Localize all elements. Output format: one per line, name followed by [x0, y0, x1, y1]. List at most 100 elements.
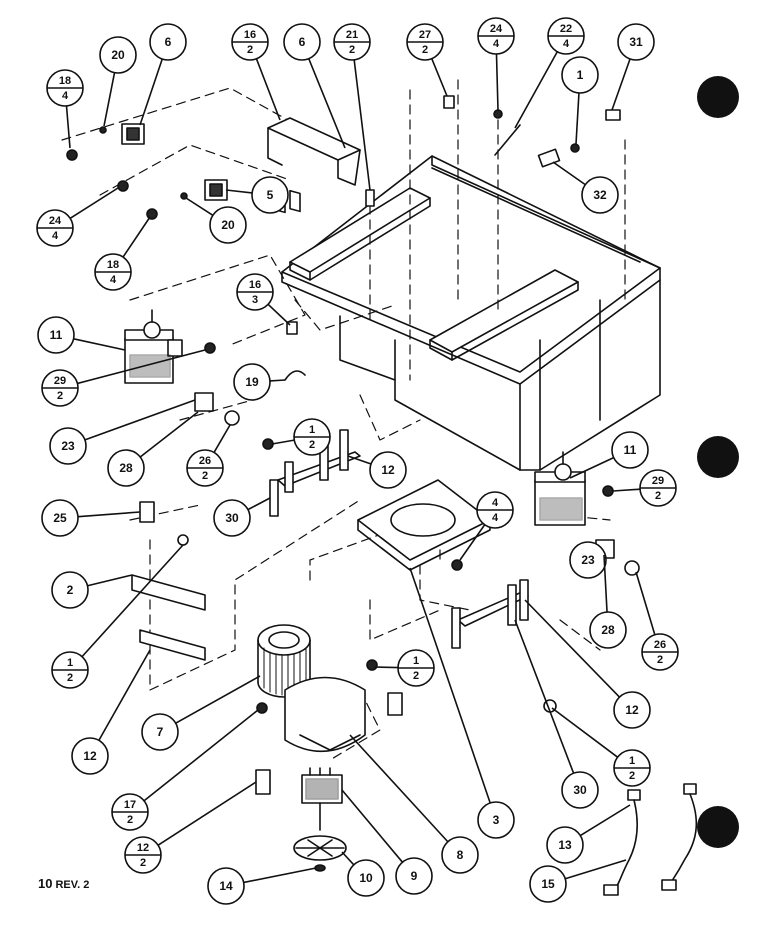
callout-c-28-a: 28: [107, 411, 199, 487]
callout-c-20-b: 20: [185, 197, 247, 244]
callout-part-number: 6: [165, 35, 172, 49]
leader-line: [612, 488, 641, 492]
callout-part-number: 29: [54, 375, 66, 387]
callout-bubble: [49, 427, 87, 465]
blower-wheel: [257, 624, 311, 698]
callout-bubble: [99, 36, 137, 74]
callout-part-number: 11: [624, 443, 637, 457]
callout-c-20-a: 20: [99, 36, 137, 127]
callout-part-number: 5: [267, 188, 274, 202]
leader-line: [157, 781, 257, 846]
callout-bubble: [546, 826, 584, 864]
leader-line: [225, 189, 253, 194]
leader-line: [213, 424, 231, 453]
callout-bubble: [347, 859, 385, 897]
callout-part-number: 16: [249, 279, 261, 291]
callout-part-number: 30: [225, 511, 239, 525]
callout-bubble: [611, 431, 649, 469]
callout-part-number: 27: [419, 29, 431, 41]
callout-c-12-b: 12: [524, 599, 651, 729]
leader-line: [73, 338, 126, 351]
callout-quantity: 2: [422, 44, 428, 56]
leader-line: [524, 599, 621, 698]
callout-c-17-2: 172: [111, 709, 259, 831]
callout-quantity: 2: [629, 770, 635, 782]
callout-part-number: 19: [245, 375, 259, 389]
leader-line: [564, 859, 627, 880]
leader-line: [349, 734, 449, 843]
leader-line: [255, 58, 281, 121]
callout-quantity: 2: [67, 672, 73, 684]
leader-line: [103, 72, 116, 127]
screws-upper: [66, 109, 580, 220]
binder-hole-top: [697, 76, 739, 118]
callout-c-11-a: 11: [37, 316, 126, 354]
callout-part-number: 11: [50, 328, 63, 342]
rail-bracket-lower: [451, 579, 557, 713]
callout-c-30-b: 30: [514, 619, 599, 809]
callout-bubble: [477, 801, 515, 839]
callout-c-6-b: 6: [283, 23, 346, 149]
callout-part-number: 21: [346, 29, 358, 41]
callout-quantity: 2: [655, 490, 661, 502]
sheet-number: 10: [38, 876, 53, 891]
callout-part-number: 4: [492, 497, 499, 509]
callout-part-number: 1: [67, 657, 73, 669]
leader-line: [77, 349, 206, 385]
callout-part-number: 16: [244, 29, 256, 41]
callout-bubble: [283, 23, 321, 61]
callout-bubble: [561, 56, 599, 94]
callout-c-28-b: 28: [589, 554, 627, 649]
callout-quantity: 4: [492, 512, 499, 524]
callout-bubble: [71, 737, 109, 775]
callout-c-29-2-b: 292: [612, 469, 677, 507]
callout-c-1-2-c: 12: [374, 649, 435, 687]
leader-line: [347, 455, 372, 465]
binder-hole-middle: [697, 436, 739, 478]
callout-quantity: 2: [309, 439, 315, 451]
callout-bubble: [569, 541, 607, 579]
callout-bubble: [209, 206, 247, 244]
callout-c-24-4-b: 244: [36, 187, 119, 247]
leader-line: [374, 666, 399, 669]
callout-part-number: 14: [219, 879, 233, 893]
callout-part-number: 29: [652, 475, 664, 487]
rail-bracket-upper: [262, 429, 361, 517]
callout-c-13: 13: [546, 804, 631, 864]
callout-part-number: 28: [119, 461, 133, 475]
leader-line: [514, 51, 558, 129]
callout-part-number: 8: [457, 848, 464, 862]
callout-c-32: 32: [552, 161, 619, 214]
callout-part-number: 13: [558, 838, 572, 852]
callout-part-number: 26: [199, 455, 211, 467]
callout-part-number: 1: [629, 755, 635, 767]
callout-part-number: 6: [299, 35, 306, 49]
callout-quantity: 2: [202, 470, 208, 482]
leader-line: [635, 571, 656, 635]
callout-c-12-c: 12: [71, 649, 151, 775]
callout-c-1-2-a: 12: [271, 418, 331, 456]
callout-c-3: 3: [409, 567, 515, 839]
leader-line: [611, 58, 631, 111]
leader-line: [139, 411, 199, 458]
callout-part-number: 31: [629, 35, 643, 49]
callout-part-number: 9: [411, 869, 418, 883]
callout-c-12-a: 12: [347, 451, 407, 489]
leader-line: [341, 789, 404, 863]
leader-line: [552, 161, 586, 186]
callout-c-8: 8: [349, 734, 479, 874]
callout-part-number: 1: [413, 655, 419, 667]
callout-part-number: 10: [359, 871, 373, 885]
latch-switch-upper: [121, 123, 228, 201]
callout-quantity: 4: [62, 90, 69, 102]
magnetron-left: [124, 309, 216, 384]
magnetron-right: [534, 451, 614, 526]
callout-bubble: [613, 691, 651, 729]
leader-line: [551, 707, 619, 758]
callout-c-25: 25: [41, 499, 141, 537]
leader-line: [84, 399, 196, 441]
leader-line: [81, 544, 184, 658]
callout-part-number: 23: [581, 553, 595, 567]
